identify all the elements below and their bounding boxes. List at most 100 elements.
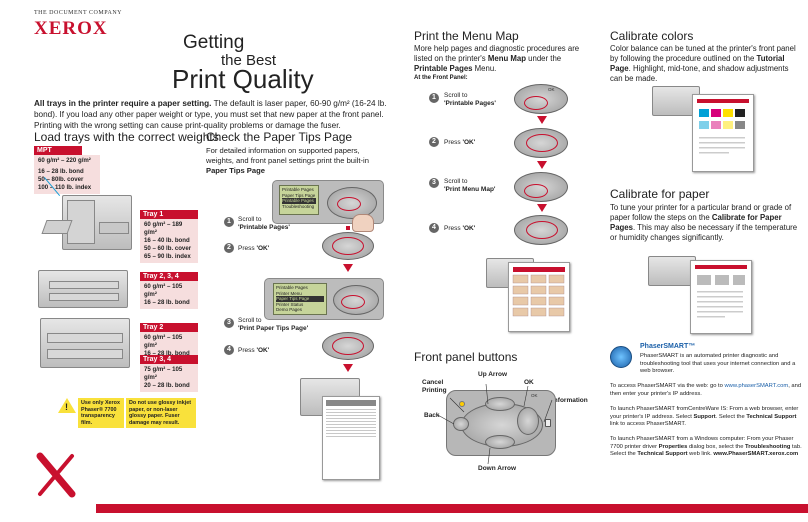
lcd-display: Printable Pages Paper Tips Page Printabl…: [279, 185, 319, 215]
menu-map-desc-bold: Menu Map: [487, 54, 526, 63]
lcd-line: Printer Status: [276, 301, 304, 307]
phasersmart-windows: To launch PhaserSMART from a Windows com…: [610, 436, 804, 459]
information-button[interactable]: [545, 419, 551, 427]
highlight-down-button: [337, 197, 361, 211]
step-bold: 'Print Paper Tips Page': [238, 325, 309, 332]
mpt-line: 50 – 80lb. cover: [38, 176, 84, 183]
phasersmart-text: dialog box, select the: [687, 443, 746, 450]
highlight-ok-button: [526, 134, 558, 152]
step-badge: 1: [429, 93, 439, 103]
mpt-line: 100 – 110 lb. index: [38, 184, 92, 191]
ok-button-text: OK: [531, 393, 538, 398]
menu-map-step-2: Press 'OK': [444, 139, 475, 147]
lcd-line: Paper Tips Page: [276, 296, 324, 302]
tray34-media-panel: Tray 3, 4 75 g/m² – 105 g/m² 20 – 28 lb.…: [140, 355, 198, 392]
tray234-weights: 60 g/m² – 105 g/m² 16 – 28 lb. bond: [140, 281, 198, 309]
up-arrow-button[interactable]: [485, 397, 515, 411]
step-text: Press: [238, 347, 255, 354]
mpt-tray-open: [41, 220, 73, 234]
down-arrow-label: Down Arrow: [478, 465, 517, 472]
phasersmart-bold: Properties: [658, 443, 688, 450]
highlight-down-button: [341, 295, 365, 309]
lcd-line: Troubleshooting: [282, 203, 315, 209]
printer-output-illustration: [648, 256, 696, 286]
step-badge: 2: [224, 243, 234, 253]
menu-map-desc-text: under the: [526, 54, 562, 63]
calibrate-paper-page: [690, 260, 752, 334]
doc-line: [326, 415, 376, 416]
phasersmart-text: tab. Select the: [610, 443, 802, 458]
tray1-label: Tray 1: [140, 210, 198, 219]
step-badge: 3: [429, 178, 439, 188]
phasersmart-link[interactable]: www.PhaserSMART.xerox.com: [713, 451, 799, 457]
brand-tagline: THE DOCUMENT COMPANY: [34, 10, 123, 16]
calibrate-paper-bold: Calibrate for Paper Pages: [610, 213, 782, 232]
tray2-line: 16 – 28 lb. bond: [144, 350, 190, 357]
footer-accent-bar: [96, 504, 808, 513]
phasersmart-text: To launch PhaserSMART fromCentreWare IS:…: [610, 406, 799, 420]
phasersmart-link[interactable]: www.phaserSMART.com: [724, 383, 789, 389]
step-bold: 'Printable Pages': [444, 100, 496, 107]
intro-rest: The default is laser paper, 60-90 g/m² (…: [34, 99, 387, 130]
tray2-line: 60 g/m² – 105 g/m²: [144, 334, 183, 349]
paper-tips-desc-text: For detailed information on supported pa…: [206, 146, 369, 165]
phasersmart-text: . Select the: [715, 413, 747, 420]
menu-map-step-4: Press 'OK': [444, 225, 475, 233]
paper-tips-step-2: Press 'OK': [238, 245, 269, 253]
step-badge: 4: [429, 223, 439, 233]
doc-line: [326, 427, 376, 428]
step-text: Scroll to: [238, 317, 262, 324]
tray-drawer: [47, 333, 123, 343]
calibrate-colors-text: . Highlight, mid-tone, and shadow adjust…: [610, 64, 789, 83]
warning-icon-mark: !: [65, 402, 68, 412]
flow-arrow-down: [343, 364, 353, 372]
calibrate-colors-text: Color balance can be tuned at the printe…: [610, 44, 796, 63]
down-arrow-button[interactable]: [485, 435, 515, 449]
printer-illustration: [62, 195, 132, 250]
doc-line: [326, 430, 376, 431]
step-badge: 1: [224, 217, 234, 227]
ok-button[interactable]: [517, 407, 539, 435]
tray1-media-panel: Tray 1 60 g/m² – 189 g/m² 16 – 40 lb. bo…: [140, 210, 198, 263]
doc-line: [326, 436, 376, 437]
tray234-media-panel: Tray 2, 3, 4 60 g/m² – 105 g/m² 16 – 28 …: [140, 272, 198, 309]
menu-map-desc-text: More help pages and diagnostic procedure…: [414, 44, 580, 63]
lcd-line: Printable Pages: [276, 285, 308, 290]
button-cluster-ok: [322, 332, 374, 360]
page-title: Print Quality: [172, 64, 314, 94]
menu-map-desc-bold: Printable Pages: [414, 64, 473, 73]
calibrate-paper-text: . This may also be necessary if the temp…: [610, 223, 798, 242]
doc-line: [326, 412, 376, 413]
step-badge: 2: [429, 137, 439, 147]
menu-map-desc: More help pages and diagnostic procedure…: [414, 44, 594, 74]
step-text: Press: [444, 225, 461, 232]
glossy-paper-warning: Do not use glossy inkjet paper, or non-l…: [126, 398, 196, 428]
highlight-ok-button: [526, 221, 558, 239]
phasersmart-text: link to access PhaserSMART.: [610, 421, 686, 427]
menu-map-heading: Print the Menu Map: [414, 29, 519, 43]
tray234-label: Tray 2, 3, 4: [140, 272, 198, 281]
front-panel-image-2: Printable Pages Printer Menu Paper Tips …: [264, 278, 384, 320]
phasersmart-bold: Support: [693, 413, 716, 420]
flow-arrow-down: [537, 204, 547, 212]
doc-line: [326, 421, 376, 422]
up-arrow-label: Up Arrow: [478, 371, 508, 378]
back-label: Back: [424, 412, 440, 419]
tutorial-swatches: [697, 99, 749, 154]
mpt-line: 16 – 28 lb. bond: [38, 168, 84, 175]
lcd-line: Printable Pages: [282, 187, 314, 192]
tray2-label: Tray 2: [140, 323, 198, 332]
phasersmart-text: To access PhaserSMART via the web: go to: [610, 383, 725, 389]
menu-map-page: [508, 262, 570, 332]
phasersmart-text: web link.: [687, 451, 714, 457]
at-front-panel-label: At the Front Panel:: [414, 75, 468, 81]
intro-bold: All trays in the printer require a paper…: [34, 99, 212, 108]
front-panel-diagram: OK: [446, 390, 556, 456]
step-bold: 'Print Menu Map': [444, 186, 496, 193]
highlight-ok-button: [332, 337, 364, 355]
tray34-label: Tray 3, 4: [140, 355, 198, 364]
step-bold: 'Printable Pages': [238, 224, 290, 231]
mpt-label: MPT: [34, 146, 82, 155]
paper-tips-desc-bold: Paper Tips Page: [206, 166, 265, 175]
tray1-line: 50 – 60 lb. cover: [144, 245, 192, 252]
